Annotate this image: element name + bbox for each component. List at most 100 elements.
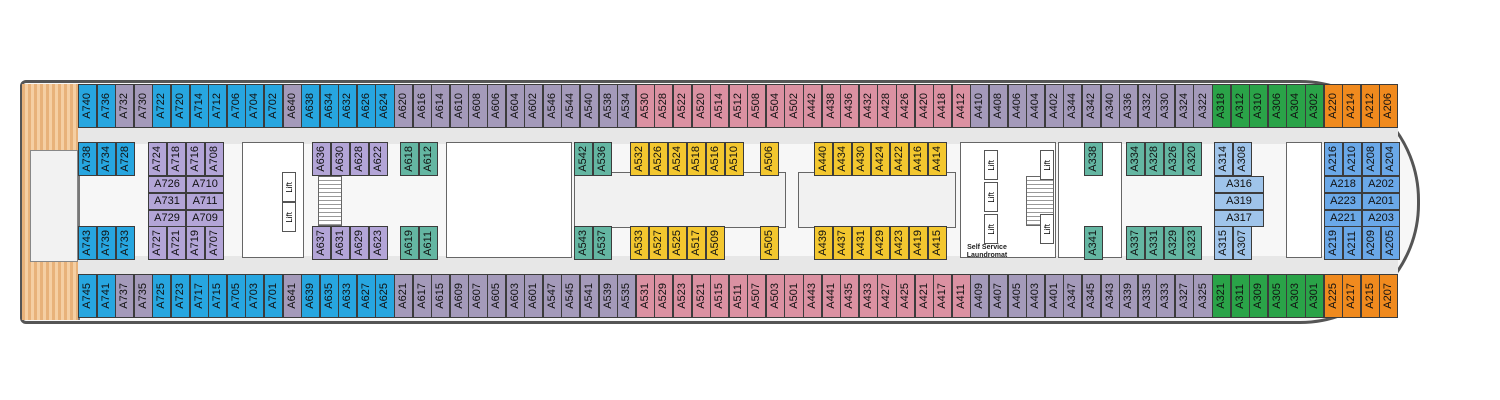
cabin-a431[interactable]: A431 [852, 226, 871, 260]
cabin-a706[interactable]: A706 [226, 84, 246, 128]
cabin-a404[interactable]: A404 [1026, 84, 1046, 128]
cabin-a629[interactable]: A629 [350, 226, 369, 260]
cabin-a419[interactable]: A419 [909, 226, 928, 260]
cabin-a328[interactable]: A328 [1145, 142, 1164, 176]
cabin-a510[interactable]: A510 [725, 142, 744, 176]
cabin-a708[interactable]: A708 [205, 142, 224, 176]
cabin-a716[interactable]: A716 [186, 142, 205, 176]
cabin-a219[interactable]: A219 [1324, 226, 1343, 260]
cabin-a618[interactable]: A618 [400, 142, 419, 176]
cabin-a340[interactable]: A340 [1100, 84, 1120, 128]
cabin-a501[interactable]: A501 [784, 274, 804, 318]
cabin-a212[interactable]: A212 [1360, 84, 1380, 128]
cabin-a538[interactable]: A538 [598, 84, 618, 128]
cabin-a337[interactable]: A337 [1126, 226, 1145, 260]
cabin-a332[interactable]: A332 [1137, 84, 1157, 128]
cabin-a403[interactable]: A403 [1026, 274, 1046, 318]
cabin-a314[interactable]: A314 [1214, 142, 1233, 176]
cabin-a316[interactable]: A316 [1214, 176, 1264, 193]
cabin-a529[interactable]: A529 [654, 274, 674, 318]
cabin-a723[interactable]: A723 [170, 274, 191, 318]
cabin-a737[interactable]: A737 [115, 274, 135, 318]
cabin-a343[interactable]: A343 [1100, 274, 1120, 318]
cabin-a734[interactable]: A734 [97, 142, 116, 176]
cabin-a302[interactable]: A302 [1305, 84, 1325, 128]
cabin-a711[interactable]: A711 [186, 193, 224, 210]
cabin-a438[interactable]: A438 [821, 84, 841, 128]
cabin-a608[interactable]: A608 [468, 84, 488, 128]
cabin-a638[interactable]: A638 [301, 84, 321, 128]
cabin-a546[interactable]: A546 [542, 84, 562, 128]
cabin-a730[interactable]: A730 [133, 84, 153, 128]
cabin-a617[interactable]: A617 [412, 274, 432, 318]
cabin-a524[interactable]: A524 [668, 142, 687, 176]
cabin-a329[interactable]: A329 [1164, 226, 1183, 260]
cabin-a416[interactable]: A416 [909, 142, 928, 176]
cabin-a202[interactable]: A202 [1362, 176, 1400, 193]
cabin-a515[interactable]: A515 [710, 274, 730, 318]
cabin-a641[interactable]: A641 [282, 274, 302, 318]
cabin-a626[interactable]: A626 [356, 84, 376, 128]
cabin-a627[interactable]: A627 [356, 274, 376, 318]
cabin-a422[interactable]: A422 [890, 142, 909, 176]
cabin-a210[interactable]: A210 [1343, 142, 1362, 176]
cabin-a511[interactable]: A511 [728, 274, 748, 318]
cabin-a433[interactable]: A433 [858, 274, 878, 318]
cabin-a603[interactable]: A603 [505, 274, 525, 318]
cabin-a341[interactable]: A341 [1084, 226, 1103, 260]
cabin-a633[interactable]: A633 [338, 274, 358, 318]
cabin-a725[interactable]: A725 [152, 274, 172, 318]
cabin-a738[interactable]: A738 [78, 142, 97, 176]
cabin-a516[interactable]: A516 [706, 142, 725, 176]
cabin-a345[interactable]: A345 [1081, 274, 1102, 318]
cabin-a215[interactable]: A215 [1360, 274, 1380, 318]
cabin-a415[interactable]: A415 [928, 226, 947, 260]
cabin-a635[interactable]: A635 [319, 274, 339, 318]
cabin-a736[interactable]: A736 [96, 84, 116, 128]
cabin-a443[interactable]: A443 [803, 274, 823, 318]
cabin-a531[interactable]: A531 [635, 274, 655, 318]
cabin-a543[interactable]: A543 [574, 226, 593, 260]
cabin-a504[interactable]: A504 [765, 84, 785, 128]
cabin-a703[interactable]: A703 [245, 274, 265, 318]
cabin-a214[interactable]: A214 [1342, 84, 1362, 128]
cabin-a414[interactable]: A414 [928, 142, 947, 176]
cabin-a317[interactable]: A317 [1214, 210, 1264, 227]
cabin-a409[interactable]: A409 [970, 274, 990, 318]
cabin-a532[interactable]: A532 [630, 142, 649, 176]
cabin-a528[interactable]: A528 [654, 84, 674, 128]
cabin-a717[interactable]: A717 [189, 274, 209, 318]
cabin-a707[interactable]: A707 [205, 226, 224, 260]
cabin-a207[interactable]: A207 [1379, 274, 1399, 318]
cabin-a420[interactable]: A420 [914, 84, 934, 128]
cabin-a640[interactable]: A640 [282, 84, 302, 128]
cabin-a339[interactable]: A339 [1119, 274, 1139, 318]
cabin-a541[interactable]: A541 [579, 274, 600, 318]
cabin-a325[interactable]: A325 [1193, 274, 1213, 318]
cabin-a718[interactable]: A718 [167, 142, 186, 176]
cabin-a620[interactable]: A620 [394, 84, 414, 128]
cabin-a722[interactable]: A722 [152, 84, 172, 128]
cabin-a535[interactable]: A535 [617, 274, 637, 318]
cabin-a315[interactable]: A315 [1214, 226, 1233, 260]
cabin-a502[interactable]: A502 [784, 84, 804, 128]
cabin-a721[interactable]: A721 [167, 226, 186, 260]
cabin-a547[interactable]: A547 [542, 274, 562, 318]
cabin-a609[interactable]: A609 [449, 274, 469, 318]
cabin-a616[interactable]: A616 [412, 84, 432, 128]
cabin-a517[interactable]: A517 [687, 226, 706, 260]
cabin-a336[interactable]: A336 [1119, 84, 1139, 128]
cabin-a322[interactable]: A322 [1193, 84, 1213, 128]
cabin-a436[interactable]: A436 [840, 84, 860, 128]
cabin-a605[interactable]: A605 [487, 274, 507, 318]
cabin-a731[interactable]: A731 [148, 193, 186, 210]
cabin-a521[interactable]: A521 [691, 274, 711, 318]
cabin-a324[interactable]: A324 [1174, 84, 1194, 128]
cabin-a203[interactable]: A203 [1362, 210, 1400, 227]
cabin-a639[interactable]: A639 [301, 274, 321, 318]
cabin-a342[interactable]: A342 [1081, 84, 1102, 128]
cabin-a507[interactable]: A507 [747, 274, 767, 318]
cabin-a437[interactable]: A437 [833, 226, 852, 260]
cabin-a402[interactable]: A402 [1044, 84, 1064, 128]
cabin-a319[interactable]: A319 [1214, 193, 1264, 210]
